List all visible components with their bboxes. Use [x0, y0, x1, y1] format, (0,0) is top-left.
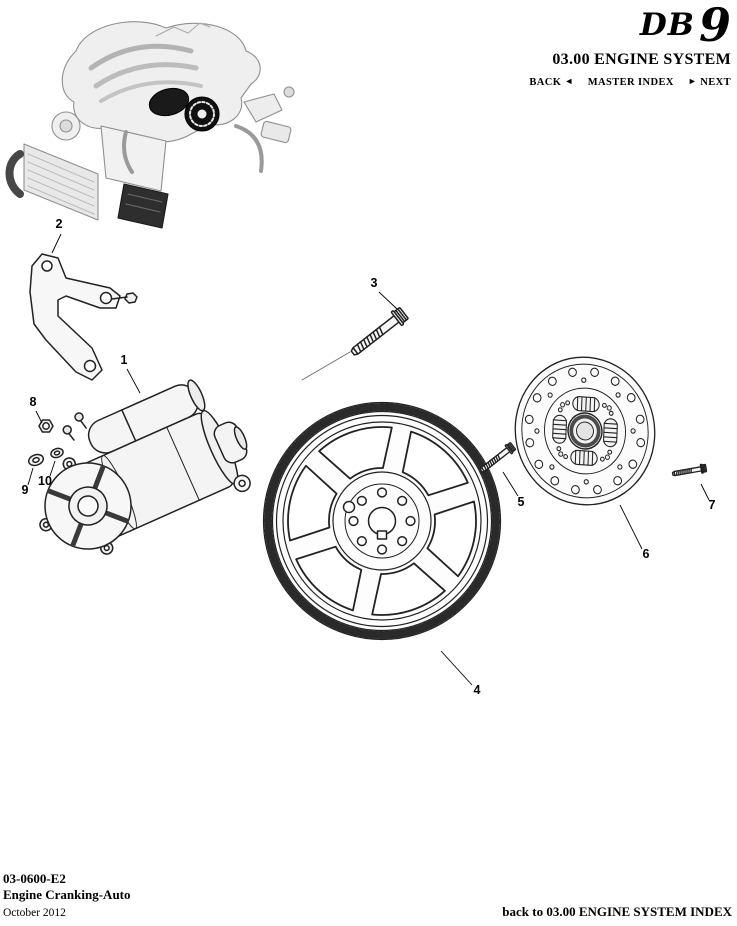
footer-left: 03-0600-E2 Engine Cranking-Auto October … [3, 871, 131, 920]
master-index-label: MASTER INDEX [587, 77, 674, 88]
back-to-index-link[interactable]: back to 03.00 ENGINE SYSTEM INDEX [502, 904, 732, 919]
callout-3-label: 3 [371, 276, 378, 290]
db9-logo: DB9 [529, 2, 731, 48]
back-arrow-icon: ◄ [564, 76, 574, 86]
master-index-link[interactable]: MASTER INDEX [588, 77, 674, 88]
bolt-3 [346, 305, 411, 361]
nut-8 [38, 419, 54, 433]
callout-6-label: 6 [643, 547, 650, 561]
callout-8-label: 8 [30, 395, 37, 409]
next-label: NEXT [700, 77, 731, 88]
back-label: BACK [529, 77, 562, 88]
callout-1-label: 1 [121, 353, 128, 367]
bolt-7 [671, 462, 708, 479]
system-title: 03.00 ENGINE SYSTEM [552, 51, 731, 68]
starter-motor [39, 379, 251, 555]
next-arrow-icon: ► [687, 76, 698, 86]
header-nav: BACK ◄ MASTER INDEX ► NEXT [529, 76, 731, 88]
bolt-5 [477, 441, 517, 476]
back-link[interactable]: BACK ◄ [529, 76, 574, 88]
logo-db-text: DB [639, 7, 695, 43]
doc-date: October 2012 [3, 906, 66, 919]
washer-9 [27, 453, 45, 467]
callout-4-label: 4 [474, 683, 481, 697]
mounting-bracket [29, 253, 138, 381]
callout-7-label: 7 [709, 498, 716, 512]
callout-2-label: 2 [56, 217, 63, 231]
callout-10-label: 10 [38, 474, 52, 488]
washer-10 [50, 447, 64, 459]
callout-5-label: 5 [518, 495, 525, 509]
page-header: DB9 03.00 ENGINE SYSTEM BACK ◄ MASTER IND… [529, 2, 731, 88]
next-link[interactable]: ► NEXT [687, 76, 731, 88]
callout-9-label: 9 [22, 483, 29, 497]
clutch-plate [514, 356, 656, 506]
logo-nine-text: 9 [698, 0, 731, 52]
leader-lines [27, 233, 710, 686]
flywheel [262, 401, 502, 641]
engine-thumbnail [5, 21, 295, 229]
doc-number: 03-0600-E2 [3, 871, 66, 887]
doc-title: Engine Cranking-Auto [3, 887, 131, 903]
